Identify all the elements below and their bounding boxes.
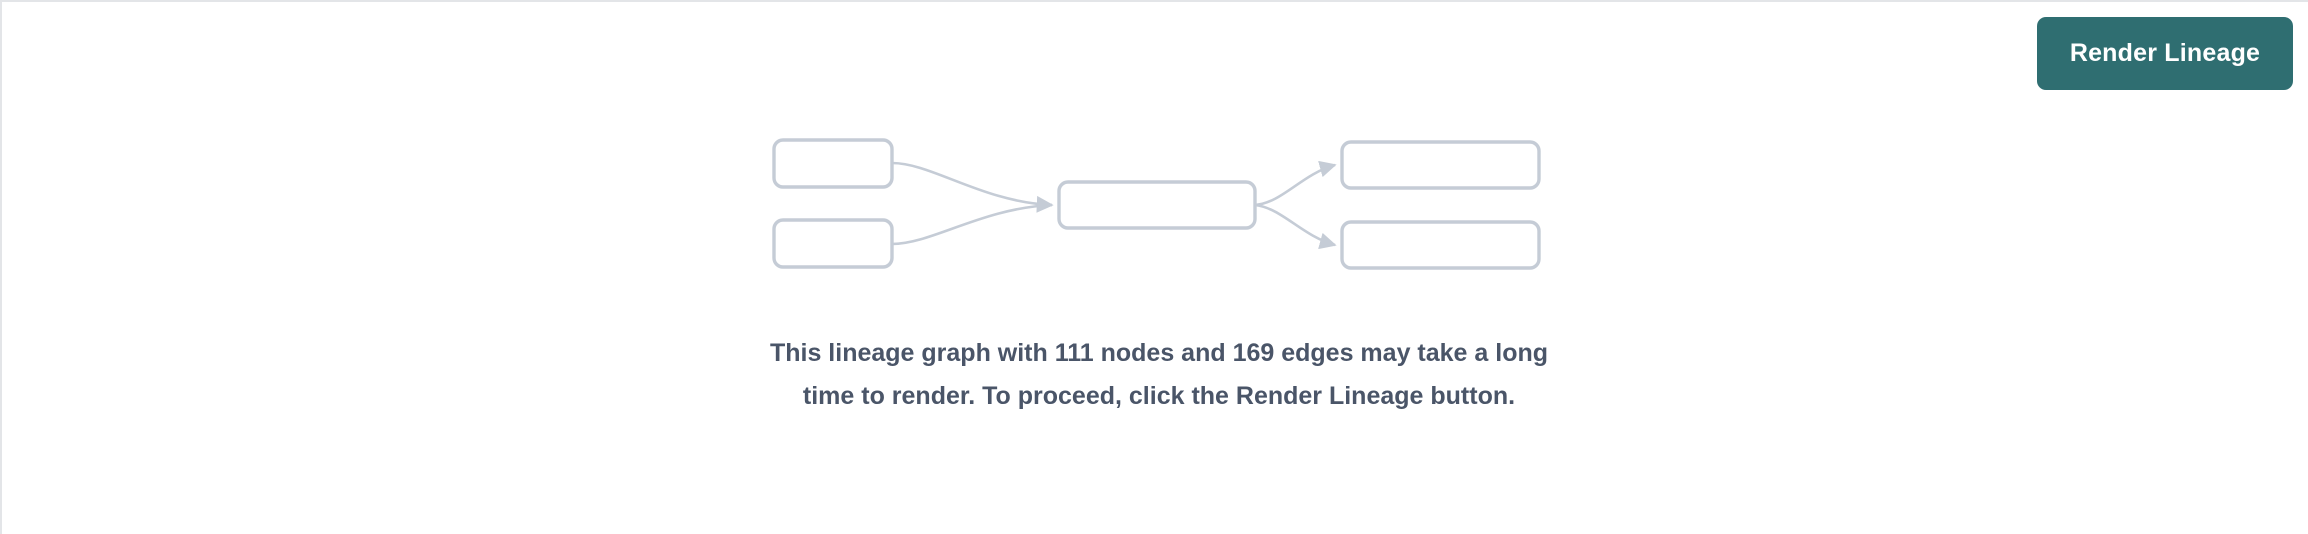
lineage-node-source-1 xyxy=(772,138,894,189)
render-lineage-button[interactable]: Render Lineage xyxy=(2037,17,2293,90)
lineage-node-target-2 xyxy=(1340,220,1541,270)
lineage-nodes xyxy=(772,138,1541,270)
lineage-warning-message: This lineage graph with 111 nodes and 16… xyxy=(769,339,1549,410)
lineage-node-target-1 xyxy=(1340,140,1541,190)
edge-center-1-to-target-1 xyxy=(1254,160,1337,207)
lineage-node-center-1 xyxy=(1057,180,1257,230)
edge-source-1-to-center-1 xyxy=(891,161,1054,213)
lineage-edges xyxy=(891,160,1337,250)
edge-source-2-to-center-1 xyxy=(891,203,1053,246)
lineage-node-source-2 xyxy=(772,218,894,269)
edge-center-1-to-target-2 xyxy=(1254,203,1337,250)
